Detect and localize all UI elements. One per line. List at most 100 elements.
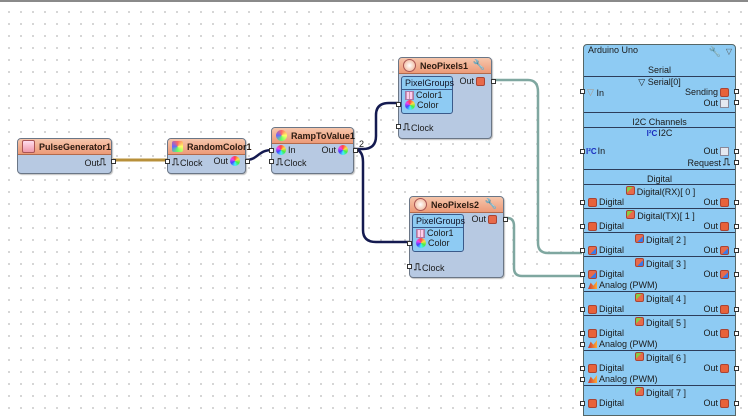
color1-item[interactable]: Color1: [414, 228, 454, 238]
i2c-request-pin[interactable]: Request ⎍: [687, 157, 731, 168]
digital-in-port[interactable]: [580, 248, 585, 253]
wrench-icon[interactable]: 🔧: [472, 60, 485, 71]
pulse-generator-node[interactable]: PulseGenerator1 Out ⎍: [17, 138, 116, 174]
analog-pwm-port[interactable]: [580, 342, 585, 347]
digital-out-port[interactable]: [734, 401, 739, 406]
serial-sending-pin[interactable]: Sending: [685, 87, 731, 97]
out-pin[interactable]: Out: [213, 156, 242, 166]
digital-in-port[interactable]: [580, 401, 585, 406]
out-port[interactable]: [491, 79, 496, 84]
analog-pwm-port[interactable]: [580, 377, 585, 382]
in-port[interactable]: [269, 148, 274, 153]
node-header[interactable]: NeoPixels2 🔧: [410, 197, 503, 213]
digital-in-port[interactable]: [580, 307, 585, 312]
digital-in-port[interactable]: [580, 272, 585, 277]
clock-port[interactable]: [269, 159, 274, 164]
pixel-groups[interactable]: PixelGroups Color1 Color: [412, 214, 465, 252]
digital-in-port[interactable]: [580, 200, 585, 205]
wrench-icon[interactable]: 🔧: [484, 199, 497, 210]
digital-in-pin[interactable]: Digital: [586, 304, 624, 314]
out-port[interactable]: [503, 217, 508, 222]
out-port[interactable]: [353, 148, 358, 153]
out-port[interactable]: [111, 159, 116, 164]
out-port[interactable]: [245, 159, 250, 164]
digital-out-pin[interactable]: Out: [703, 304, 731, 314]
analog-pwm-pin[interactable]: Analog (PWM): [586, 339, 658, 349]
collapse-chevron-icon[interactable]: ▽: [725, 47, 732, 56]
random-color-node[interactable]: RandomColor1 ⎍ Clock Out: [165, 138, 252, 174]
color-pin[interactable]: Color: [414, 238, 450, 248]
digital-out-port[interactable]: [734, 366, 739, 371]
wrench-icon[interactable]: 🔧: [708, 47, 721, 58]
digital-in-pin[interactable]: Digital: [586, 245, 624, 255]
color1-item[interactable]: Color1: [403, 90, 443, 100]
i2c-in-port[interactable]: [580, 149, 585, 154]
digital-in-pin[interactable]: Digital: [586, 398, 624, 408]
serial-sending-port[interactable]: [734, 89, 739, 94]
digital-in-port[interactable]: [580, 331, 585, 336]
pixel-groups[interactable]: PixelGroups Color1 Color: [401, 76, 454, 114]
digital-out-port[interactable]: [734, 200, 739, 205]
color-port[interactable]: [396, 102, 401, 107]
node-header[interactable]: NeoPixels1 🔧: [399, 58, 491, 74]
out-pin[interactable]: Out: [321, 145, 350, 155]
serial-out-port[interactable]: [734, 100, 739, 105]
serial-channel[interactable]: ▽ Serial[0]: [584, 76, 735, 110]
node-header[interactable]: PulseGenerator1: [18, 139, 111, 155]
clock-pin[interactable]: ⎍ Clock: [403, 122, 434, 133]
wire-ramp-to-neo2[interactable]: [352, 147, 411, 244]
digital-out-port[interactable]: [734, 224, 739, 229]
clock-port[interactable]: [165, 159, 170, 164]
digital-out-pin[interactable]: Out: [703, 221, 731, 231]
digital-out-pin[interactable]: Out: [703, 269, 731, 279]
digital-in-pin[interactable]: Digital: [586, 197, 624, 207]
digital-in-port[interactable]: [580, 366, 585, 371]
digital-out-pin[interactable]: Out: [703, 245, 731, 255]
node-header[interactable]: RandomColor1: [168, 139, 252, 155]
digital-in-pin[interactable]: Digital: [586, 221, 624, 231]
in-pin[interactable]: In: [274, 145, 296, 155]
clock-pin[interactable]: ⎍ Clock: [414, 262, 445, 273]
digital-out-pin[interactable]: Out: [703, 363, 731, 373]
analog-pwm-pin[interactable]: Analog (PWM): [586, 374, 658, 384]
wire-ramp-to-neo1[interactable]: [353, 101, 400, 151]
arduino-uno-node[interactable]: Arduino Uno 🔧 ▽ Serial ▽ Serial[0] ▽ In …: [580, 44, 739, 416]
analog-pwm-pin[interactable]: Analog (PWM): [586, 280, 658, 290]
digital-in-pin[interactable]: Digital: [586, 269, 624, 279]
serial-in-port[interactable]: [580, 89, 585, 94]
node-header[interactable]: RampToValue1: [272, 128, 355, 144]
serial-out-pin[interactable]: Out: [703, 98, 731, 108]
out-pin[interactable]: Out: [471, 214, 499, 224]
color-port[interactable]: [407, 241, 412, 246]
digital-in-port[interactable]: [580, 224, 585, 229]
clock-pin[interactable]: ⎍ Clock: [276, 157, 307, 168]
out-pin[interactable]: Out: [459, 76, 487, 86]
digital-out-pin[interactable]: Out: [703, 328, 731, 338]
i2c-channel[interactable]: I²CI2C: [584, 127, 735, 167]
digital-out-port[interactable]: [734, 331, 739, 336]
wire-neo1-to-digital2[interactable]: [491, 78, 582, 255]
digital-in-pin[interactable]: Digital: [586, 328, 624, 338]
i2c-request-port[interactable]: [734, 160, 739, 165]
digital-out-port[interactable]: [734, 307, 739, 312]
serial-in-pin[interactable]: ▽ In: [587, 87, 604, 98]
i2c-out-pin[interactable]: Out: [703, 146, 731, 156]
digital-out-pin[interactable]: Out: [703, 197, 731, 207]
ramp-to-value-node[interactable]: RampToValue1 In ⎍ Clock Out 2: [269, 127, 364, 174]
clock-port[interactable]: [396, 124, 401, 129]
analog-pwm-port[interactable]: [580, 283, 585, 288]
digital-out-port[interactable]: [734, 248, 739, 253]
node-header[interactable]: Arduino Uno 🔧 ▽: [584, 45, 735, 58]
neopixels2-node[interactable]: NeoPixels2 🔧 PixelGroups Color1 Color Ou…: [407, 196, 508, 278]
clock-port[interactable]: [407, 264, 412, 269]
digital-in-pin[interactable]: Digital: [586, 363, 624, 373]
